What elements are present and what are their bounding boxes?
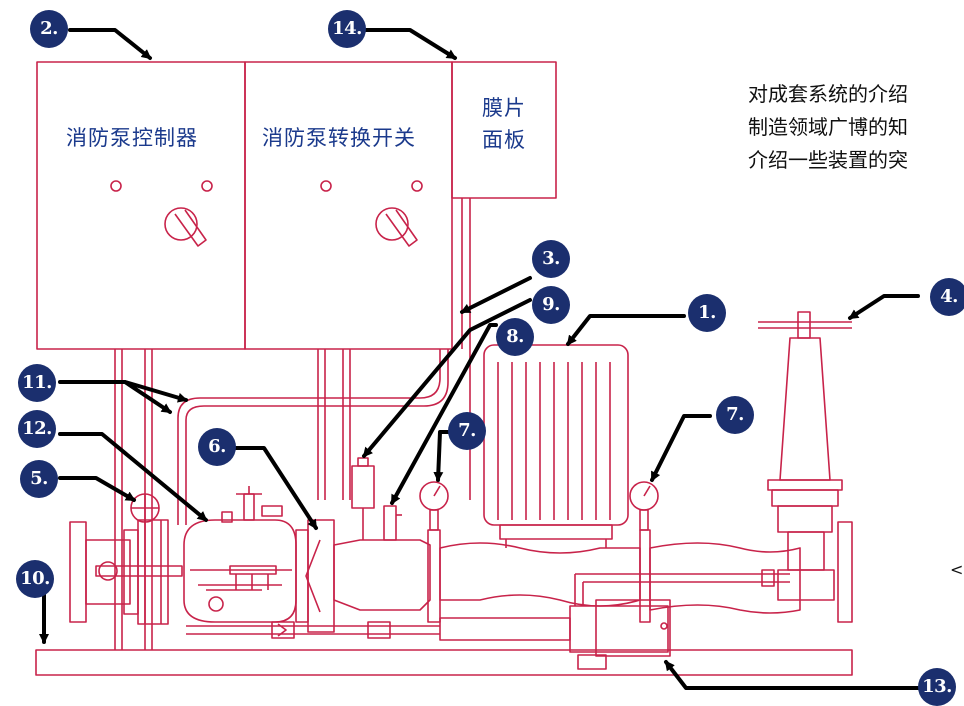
leader-7b [650, 414, 712, 482]
leader-5 [58, 476, 136, 502]
callout-7: 7. [716, 396, 754, 434]
edge-fragment: < [950, 560, 964, 579]
panel-label-line1: 膜片 [482, 96, 526, 120]
leader-12 [58, 432, 208, 522]
intro-line: 介绍一些装置的突 [748, 148, 908, 172]
intro-line: 对成套系统的介绍 [748, 82, 908, 106]
knob-icon [164, 207, 207, 247]
leader-1 [566, 314, 686, 346]
leader-14 [364, 28, 457, 60]
switch-cabinet [244, 61, 453, 350]
callout-13: 13. [918, 668, 956, 706]
leader-2 [68, 28, 152, 60]
intro-line: 制造领域广博的知 [748, 115, 908, 139]
callout-11: 11. [18, 364, 56, 402]
base-frame [35, 649, 853, 676]
callout-9: 9. [532, 286, 570, 324]
leader-4 [848, 294, 920, 320]
pump-motor [483, 344, 629, 526]
jockey-pump [569, 605, 669, 653]
callout-5: 5. [20, 460, 58, 498]
callout-10: 10. [16, 560, 54, 598]
controller-cabinet [36, 61, 246, 350]
switch-label: 消防泵转换开关 [262, 126, 416, 150]
leader-6 [234, 446, 318, 530]
leader-13 [664, 660, 922, 690]
callout-7: 7. [448, 412, 486, 450]
callout-14: 14. [328, 10, 366, 48]
callout-2: 2. [30, 10, 68, 48]
leader-3 [460, 276, 532, 314]
controller-label: 消防泵控制器 [66, 126, 198, 150]
panel-label-line2: 面板 [482, 128, 526, 152]
membrane-panel [451, 61, 557, 199]
callout-8: 8. [496, 318, 534, 356]
callout-3: 3. [532, 240, 570, 278]
callout-12: 12. [18, 410, 56, 448]
callout-1: 1. [688, 294, 726, 332]
leader-9 [362, 298, 532, 458]
leader-8 [390, 323, 498, 505]
intro-text: 对成套系统的介绍 制造领域广博的知 介绍一些装置的突 [748, 78, 964, 177]
knob-icon [375, 207, 418, 247]
callout-6: 6. [198, 428, 236, 466]
callout-4: 4. [930, 278, 964, 316]
